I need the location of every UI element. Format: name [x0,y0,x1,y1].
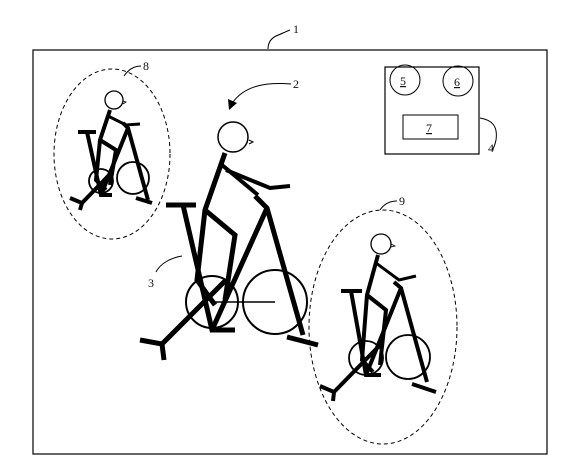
panel-display-7 [402,114,459,140]
label-4: 4 [488,141,494,155]
label-5: 5 [400,74,406,88]
leader-line-3 [155,255,183,273]
label-1: 1 [293,22,299,36]
leader-line-8 [123,65,142,77]
leader-line-9 [379,200,398,211]
control-panel: 5 6 7 [384,64,480,155]
label-2: 2 [293,77,299,91]
dashed-ellipse-9 [308,209,458,445]
leader-arrow-2 [232,83,292,103]
label-7: 7 [426,121,432,135]
panel-dial-5 [389,64,421,96]
main-rider-head [217,121,249,153]
dashed-ellipse-8 [53,68,171,240]
label-9: 9 [399,194,405,208]
small-rider-and-bike-8 [69,90,153,211]
small-rider-and-bike-9 [319,233,437,402]
label-3: 3 [148,276,154,290]
outer-frame [32,49,548,455]
arrowhead-2 [228,99,237,110]
label-6: 6 [454,75,460,89]
label-8: 8 [143,59,149,73]
panel-dial-6 [442,65,474,97]
leader-line-1 [267,29,291,50]
main-rider-and-bike [139,121,319,361]
leader-line-4 [479,117,497,151]
